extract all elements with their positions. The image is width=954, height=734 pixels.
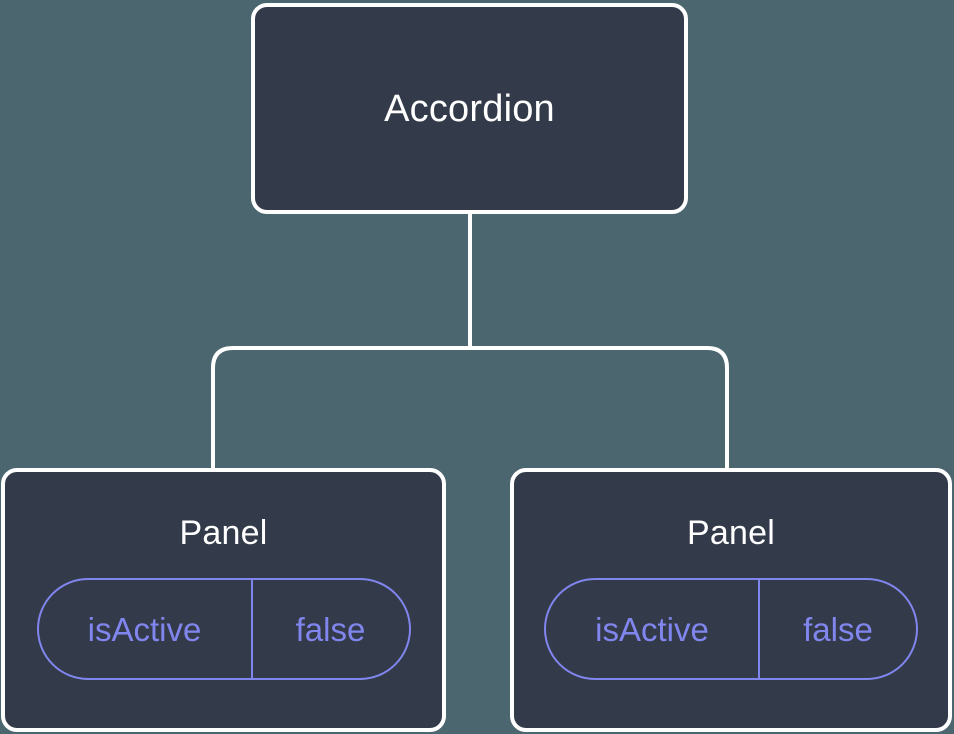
- node-panel-1-state-value: false: [295, 610, 366, 648]
- node-panel-2-state-key: isActive: [546, 580, 760, 678]
- node-panel-2-title: Panel: [687, 514, 775, 552]
- node-panel-1-title: Panel: [179, 514, 268, 552]
- node-panel-1[interactable]: Panel isActive false: [1, 468, 446, 732]
- node-accordion-title: Accordion: [384, 87, 555, 130]
- node-panel-2-state-badge[interactable]: isActive false: [544, 578, 918, 680]
- edge-branch-bar: [211, 346, 729, 470]
- node-panel-1-state-key: isActive: [39, 580, 253, 678]
- node-accordion[interactable]: Accordion: [251, 3, 688, 214]
- node-panel-1-state-badge[interactable]: isActive false: [36, 578, 411, 680]
- node-panel-2-state-value: false: [803, 610, 873, 648]
- node-panel-2[interactable]: Panel isActive false: [510, 468, 952, 732]
